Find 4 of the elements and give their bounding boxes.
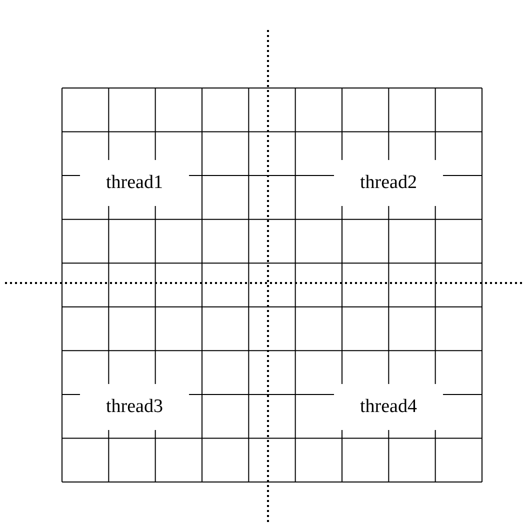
quadrant-label: thread2 (334, 160, 443, 206)
quadrant-label: thread1 (80, 160, 189, 206)
quadrant-label: thread3 (80, 384, 189, 430)
quadrant-label: thread4 (334, 384, 443, 430)
